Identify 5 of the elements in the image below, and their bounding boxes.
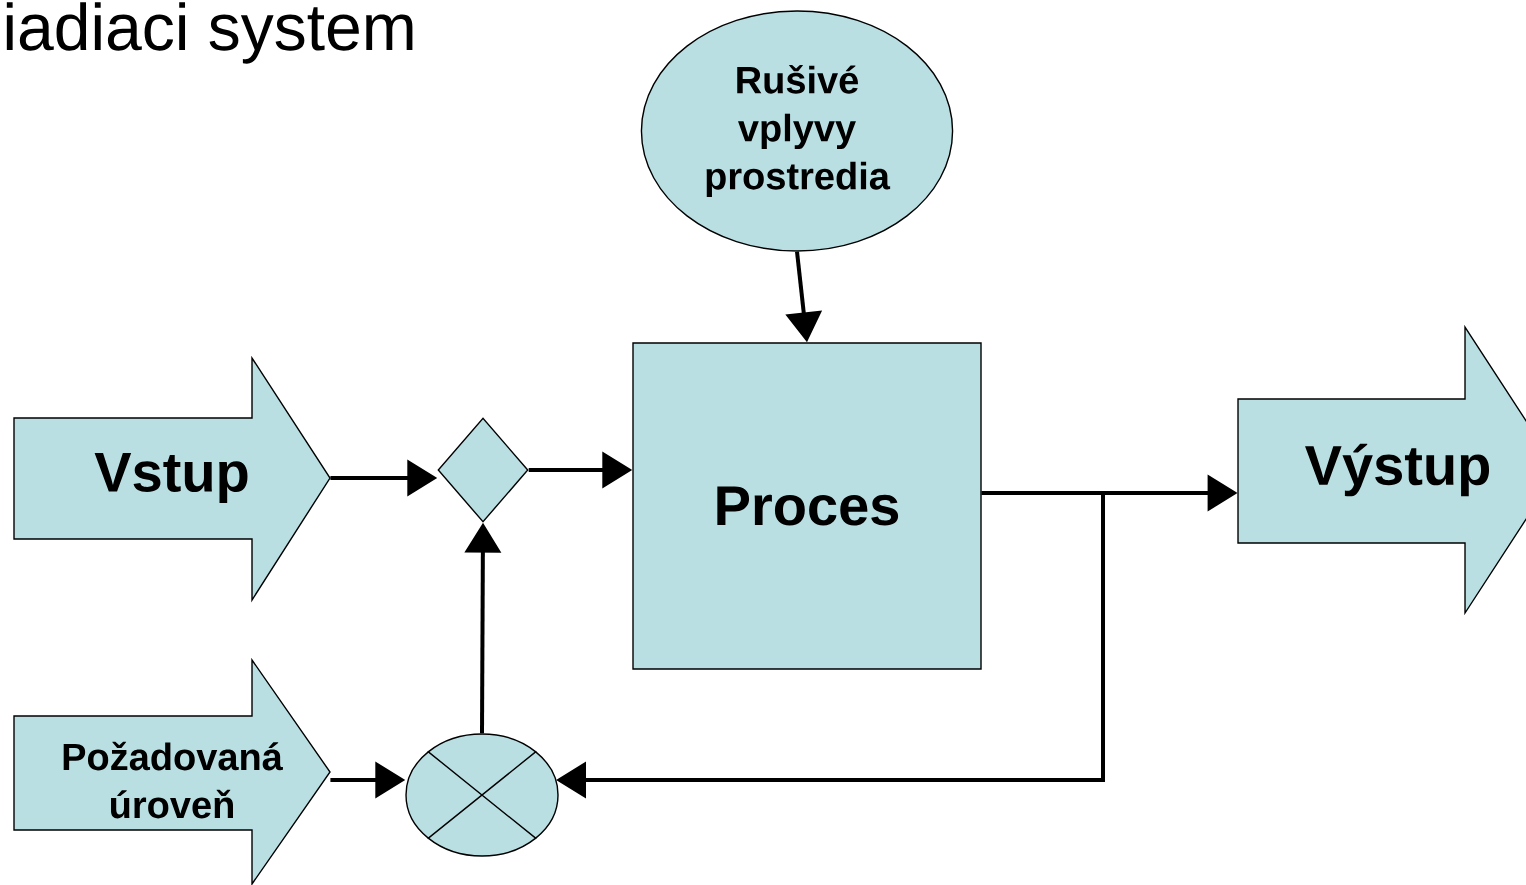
process-box: Proces bbox=[632, 342, 982, 670]
title: iadiaci system bbox=[6, 2, 413, 64]
summing-junction bbox=[405, 733, 559, 857]
decision-diamond bbox=[437, 417, 529, 523]
ellipse-node: Rušivé vplyvy prostredia bbox=[640, 10, 954, 252]
